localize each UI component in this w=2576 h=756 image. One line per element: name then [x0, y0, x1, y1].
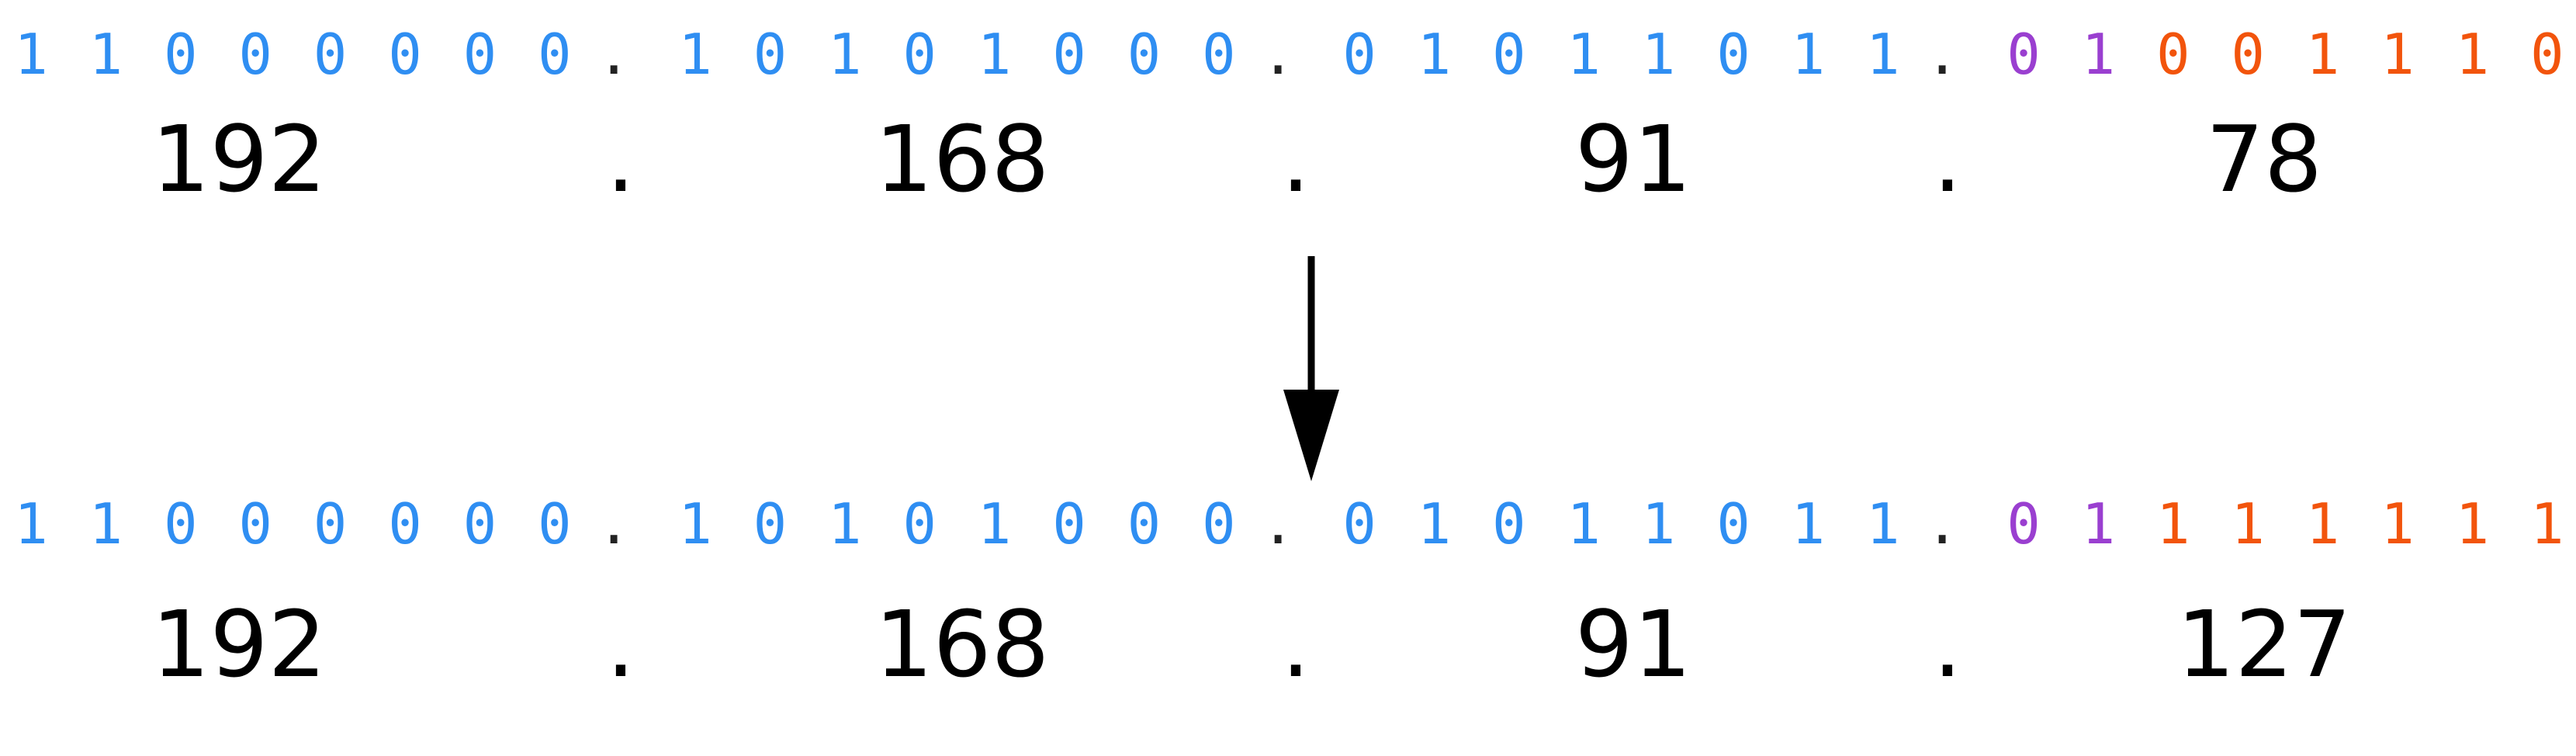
bit-network: 0	[313, 22, 348, 87]
bit-network: 1	[828, 491, 862, 557]
bit-network: 0	[538, 22, 572, 87]
bit-network: 1	[1791, 22, 1826, 87]
bit-network: 1	[1417, 491, 1452, 557]
bit-network: 0	[1492, 491, 1526, 557]
decimal-separator: .	[1281, 106, 1311, 213]
bit-host: 0	[2231, 22, 2265, 87]
bit-network: 0	[388, 22, 422, 87]
bit-subnet: 0	[2006, 491, 2041, 557]
bit-subnet: 1	[2081, 22, 2116, 87]
bit-host: 1	[2156, 491, 2190, 557]
bit-network: 0	[753, 491, 788, 557]
bit-network: 0	[1202, 491, 1236, 557]
bit-network: 0	[1716, 491, 1750, 557]
bit-network: 1	[14, 491, 48, 557]
bit-host: 1	[2305, 491, 2340, 557]
bit-network: 1	[828, 22, 862, 87]
decimal-octet: 91	[1574, 591, 1692, 698]
bit-network: 1	[977, 22, 1012, 87]
decimal-octet: 192	[151, 106, 327, 213]
bit-network: 1	[977, 491, 1012, 557]
decimal-octet: 91	[1574, 106, 1692, 213]
octet-separator: .	[1261, 491, 1295, 557]
bit-network: 0	[238, 491, 272, 557]
bit-network: 0	[1342, 22, 1376, 87]
bit-host: 1	[2530, 491, 2564, 557]
bit-network: 0	[164, 491, 198, 557]
bit-network: 1	[678, 22, 712, 87]
bit-network: 1	[1866, 22, 1900, 87]
bit-network: 0	[538, 491, 572, 557]
decimal-separator: .	[606, 106, 635, 213]
bit-network: 1	[14, 22, 48, 87]
bit-network: 0	[388, 491, 422, 557]
decimal-separator: .	[1933, 591, 1962, 698]
bit-network: 0	[1052, 491, 1086, 557]
bit-network: 1	[88, 491, 123, 557]
bit-network: 0	[462, 22, 497, 87]
bit-network: 1	[1866, 491, 1900, 557]
bit-network: 0	[1127, 491, 1162, 557]
decimal-octet: 168	[874, 106, 1050, 213]
bit-network: 1	[88, 22, 123, 87]
bit-host: 1	[2380, 491, 2415, 557]
down-arrow-icon	[1283, 256, 1339, 481]
bit-host: 0	[2530, 22, 2564, 87]
bit-network: 0	[902, 491, 937, 557]
before-decimal-address: 192. 168. 91. 78	[0, 97, 2576, 221]
bit-subnet: 1	[2081, 491, 2116, 557]
bit-network: 1	[1417, 22, 1452, 87]
bit-network: 0	[1052, 22, 1086, 87]
bit-network: 1	[1641, 491, 1676, 557]
bit-host: 1	[2380, 22, 2415, 87]
decimal-separator: .	[1933, 106, 1962, 213]
bit-network: 0	[313, 491, 348, 557]
bit-network: 0	[753, 22, 788, 87]
bit-network: 0	[1716, 22, 1750, 87]
bit-network: 1	[1791, 491, 1826, 557]
bit-network: 0	[164, 22, 198, 87]
bit-network: 0	[1342, 491, 1376, 557]
bit-host: 1	[2455, 491, 2490, 557]
decimal-octet: 78	[2205, 106, 2323, 213]
bit-host: 1	[2305, 22, 2340, 87]
decimal-separator: .	[1281, 591, 1311, 698]
octet-separator: .	[1925, 22, 1959, 87]
decimal-octet: 192	[151, 591, 327, 698]
bit-network: 0	[1492, 22, 1526, 87]
bit-network: 0	[1202, 22, 1236, 87]
bit-host: 1	[2455, 22, 2490, 87]
bit-host: 0	[2156, 22, 2190, 87]
decimal-octet: 127	[2176, 591, 2352, 698]
bit-network: 1	[1567, 22, 1601, 87]
octet-separator: .	[597, 22, 631, 87]
bit-subnet: 0	[2006, 22, 2041, 87]
bit-network: 0	[1127, 22, 1162, 87]
bit-network: 1	[1641, 22, 1676, 87]
octet-separator: .	[1261, 22, 1295, 87]
decimal-separator: .	[606, 591, 635, 698]
bit-host: 1	[2231, 491, 2265, 557]
bit-network: 0	[238, 22, 272, 87]
octet-separator: .	[1925, 491, 1959, 557]
bit-network: 1	[678, 491, 712, 557]
bit-network: 0	[462, 491, 497, 557]
bit-network: 0	[902, 22, 937, 87]
decimal-octet: 168	[874, 591, 1050, 698]
bit-network: 1	[1567, 491, 1601, 557]
after-decimal-address: 192. 168. 91. 127	[0, 582, 2576, 706]
octet-separator: .	[597, 491, 631, 557]
